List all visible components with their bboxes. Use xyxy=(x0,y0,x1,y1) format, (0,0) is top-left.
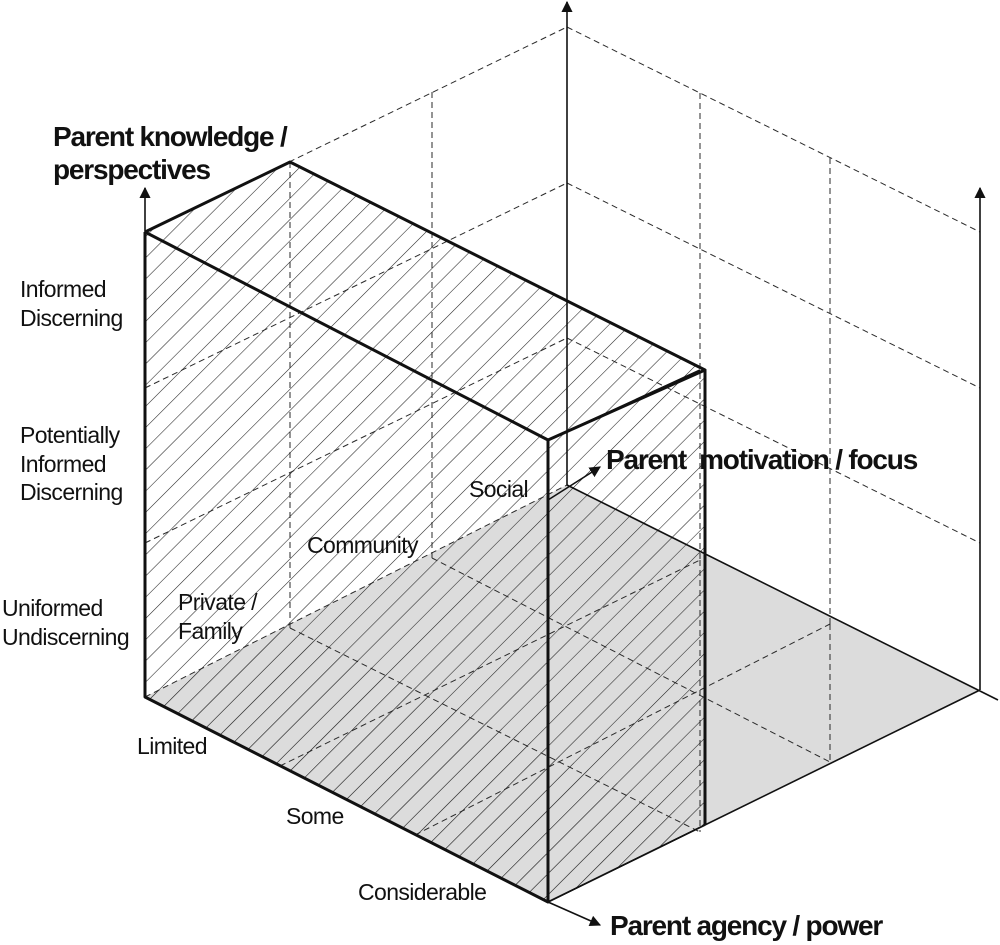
axis-arrows xyxy=(139,0,999,927)
agency-level-some: Some xyxy=(286,803,344,829)
motivation-axis-arrow xyxy=(547,466,601,501)
knowledge-level-informed-line1: Informed xyxy=(20,276,106,302)
block-top-face xyxy=(145,162,705,440)
agency-level-considerable: Considerable xyxy=(358,879,486,905)
motivation-level-private-line1: Private / xyxy=(178,589,258,615)
knowledge-level-informed-line2: Discerning xyxy=(20,305,123,331)
motivation-level-community: Community xyxy=(307,532,419,558)
knowledge-level-potentially-line3: Discerning xyxy=(20,479,123,505)
knowledge-axis-title-line2: perspectives xyxy=(53,154,210,185)
motivation-axis-title: Parent motivation / focus xyxy=(606,444,918,475)
knowledge-level-potentially-line2: Informed xyxy=(20,451,106,477)
knowledge-axis-title-line1: Parent knowledge / xyxy=(53,121,288,152)
agency-level-limited: Limited xyxy=(137,733,207,759)
floor-front-edge xyxy=(547,689,981,903)
block-front-face xyxy=(548,370,705,902)
right-floor-edge xyxy=(566,484,999,701)
agency-axis-title: Parent agency / power xyxy=(610,910,883,941)
knowledge-level-potentially-line1: Potentially xyxy=(20,422,121,448)
knowledge-level-uninformed-line2: Undiscerning xyxy=(2,624,129,650)
hatched-block xyxy=(143,160,707,904)
agency-axis-arrow xyxy=(547,901,602,927)
block-floor-face xyxy=(145,628,705,902)
motivation-level-social: Social xyxy=(469,476,528,502)
motivation-level-private-line2: Family xyxy=(178,618,243,644)
knowledge-level-uninformed-line1: Uniformed xyxy=(2,595,103,621)
